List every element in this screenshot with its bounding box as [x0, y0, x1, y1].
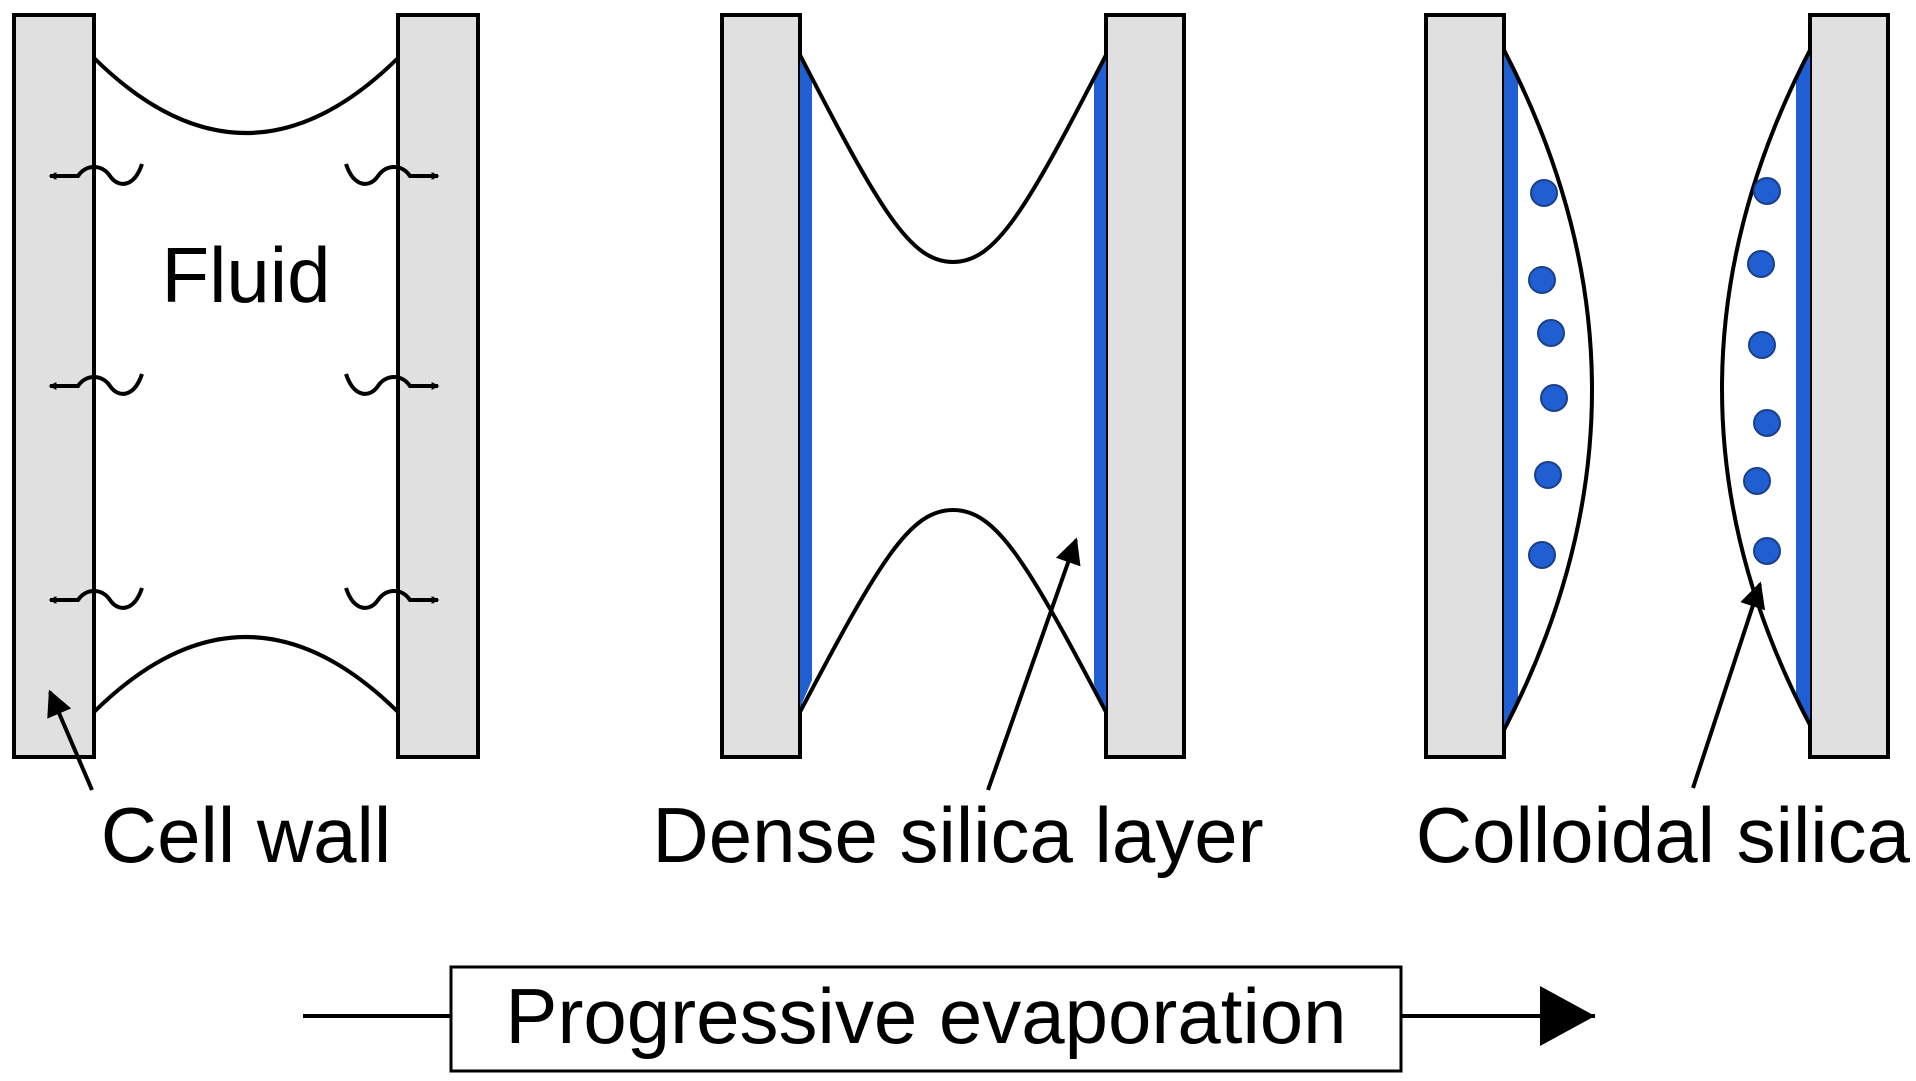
- wavy-arrow-icon: [344, 163, 440, 186]
- panel-colloidal-silica: Colloidal silica: [1416, 13, 1911, 879]
- colloid-particle: [1747, 250, 1775, 278]
- colloid-particle: [1753, 537, 1781, 565]
- fluid-film-right: [1720, 49, 1812, 726]
- panel-fluid-filled-cell: Fluid Cell wall: [12, 13, 480, 879]
- panel-dense-silica-layer: Dense silica layer: [652, 13, 1264, 879]
- meniscus-bottom: [92, 635, 400, 714]
- dense-silica-strip-left: [800, 55, 812, 708]
- colloidal-silica-label: Colloidal silica: [1416, 791, 1911, 879]
- colloid-particle: [1537, 319, 1565, 347]
- wavy-arrow-icon: [344, 587, 440, 610]
- progress-arrow: Progressive evaporation: [303, 965, 1595, 1073]
- pointer-arrow-icon: [1691, 581, 1766, 789]
- colloid-particle: [1528, 266, 1556, 294]
- colloid-particle: [1748, 331, 1776, 359]
- cell-wall-right: [1104, 13, 1186, 759]
- wavy-arrow-icon: [48, 373, 144, 396]
- progress-evaporation-label: Progressive evaporation: [505, 972, 1346, 1060]
- colloid-particle: [1753, 177, 1781, 205]
- colloid-particle: [1743, 467, 1771, 495]
- fluid-label: Fluid: [161, 231, 330, 319]
- progress-arrowhead: [1540, 986, 1595, 1046]
- colloid-particle: [1753, 409, 1781, 437]
- colloid-particle: [1540, 384, 1568, 412]
- dense-silica-strip-right: [1094, 55, 1106, 712]
- pointer-arrow-icon: [47, 689, 94, 791]
- dense-silica-layer-label: Dense silica layer: [652, 791, 1263, 879]
- dense-silica-strip-right: [1796, 50, 1810, 725]
- dense-silica-strip-left: [1504, 50, 1518, 730]
- colloid-particle: [1534, 461, 1562, 489]
- wavy-arrow-icon: [344, 373, 440, 396]
- cell-wall-left: [1424, 13, 1506, 759]
- fluid-film-left: [1502, 49, 1594, 731]
- meniscus-top: [92, 56, 400, 135]
- pointer-arrow-icon: [986, 537, 1081, 791]
- colloid-particle: [1528, 541, 1556, 569]
- wavy-arrow-icon: [48, 587, 144, 610]
- wavy-arrow-icon: [48, 163, 144, 186]
- progress-evaporation-box: [449, 965, 1403, 1073]
- cell-wall-label: Cell wall: [101, 791, 391, 879]
- colloid-particle: [1530, 179, 1558, 207]
- cell-wall-left: [720, 13, 802, 759]
- cell-wall-right: [1808, 13, 1890, 759]
- meniscus-top: [798, 54, 1108, 265]
- meniscus-bottom: [798, 507, 1108, 713]
